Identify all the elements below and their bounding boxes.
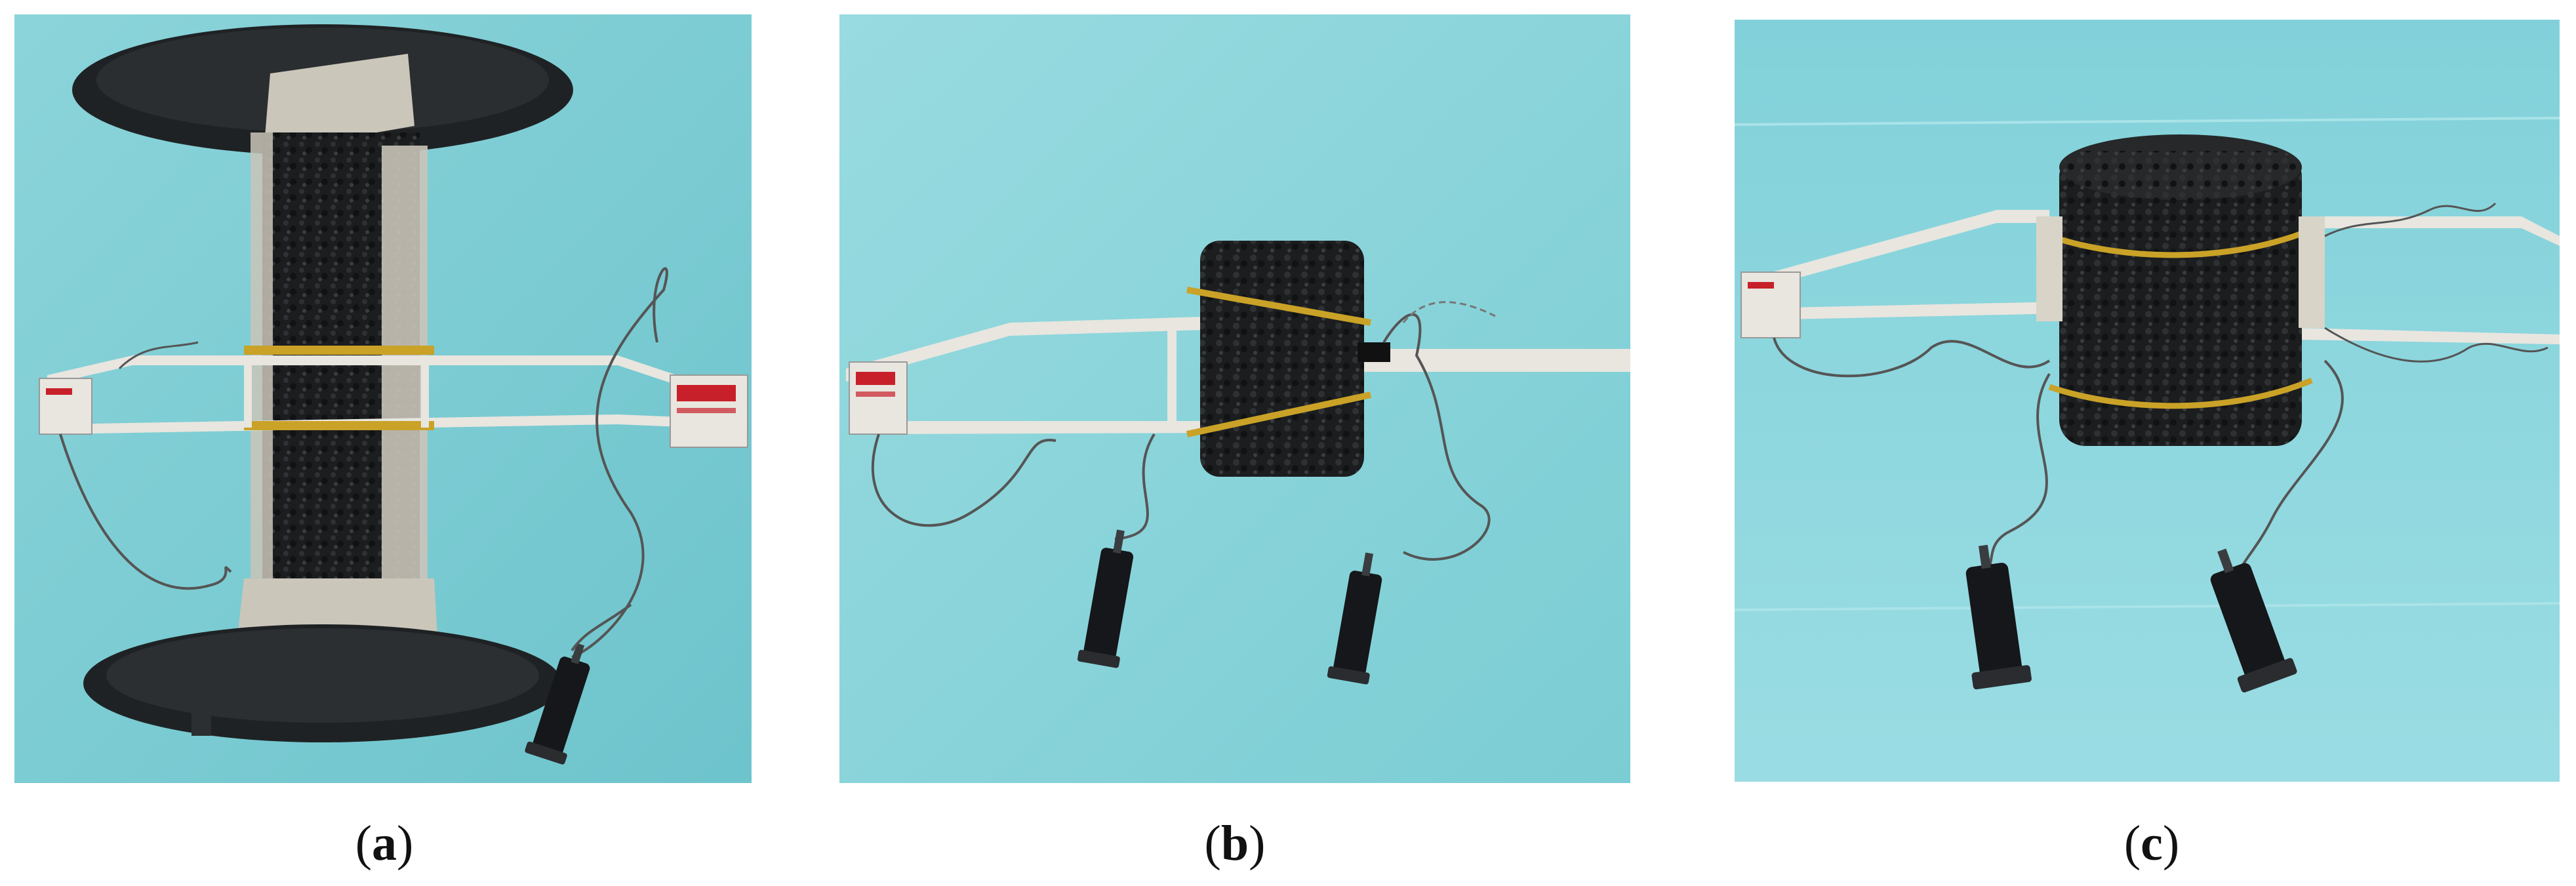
photo-a-image <box>14 14 752 783</box>
photo-b <box>839 14 1630 783</box>
photo-c <box>1735 20 2560 782</box>
caption-a: (a) <box>355 816 414 871</box>
caption-c: (c) <box>2123 816 2180 871</box>
photo-a <box>14 14 752 783</box>
photo-c-image <box>1735 20 2560 782</box>
caption-b: (b) <box>1204 816 1266 871</box>
photo-b-image <box>839 14 1630 783</box>
